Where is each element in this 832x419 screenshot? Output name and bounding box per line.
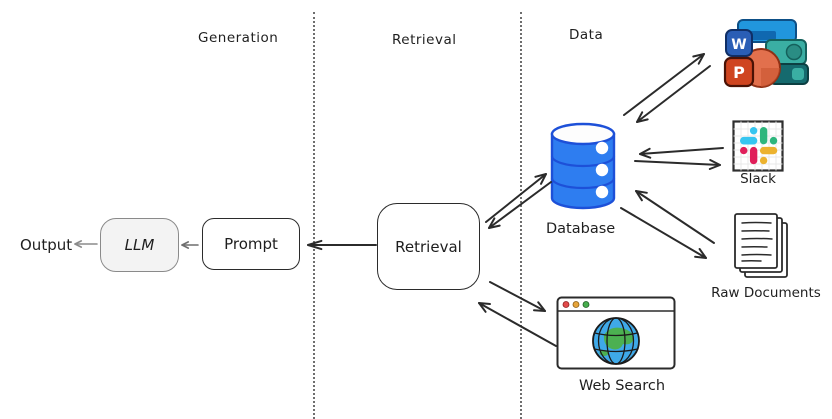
prompt-node: Prompt [202,218,300,270]
powerpoint-icon: P [723,56,755,88]
browser-dot-red [562,301,570,308]
section-label-generation: Generation [198,30,279,46]
divider-retrieval-data [520,12,522,419]
retrieval-node: Retrieval [377,203,480,290]
llm-node: LLM [100,218,179,272]
web-search-label: Web Search [578,378,666,394]
slack-icon [732,120,784,172]
svg-text:W: W [731,37,746,53]
raw-documents-label: Raw Documents [711,285,821,301]
browser-dot-green [582,301,590,308]
browser-dot-yellow [572,301,580,308]
slack-label: Slack [740,171,776,187]
office-suite-icon: W P [723,19,809,88]
raw-documents-icon [734,213,788,278]
prompt-label: Prompt [224,235,278,253]
slack-logo [740,127,778,165]
globe-icon [592,317,640,365]
word-icon: W [725,29,753,57]
retrieval-label: Retrieval [395,237,462,256]
output-label: Output [20,236,73,254]
database-icon [550,122,616,210]
llm-label: LLM [124,236,155,254]
database-label: Database [546,221,616,237]
svg-text:P: P [733,63,745,82]
web-search-icon [556,296,676,370]
section-label-retrieval: Retrieval [392,32,457,48]
section-label-data: Data [569,27,604,43]
divider-generation-retrieval [313,12,315,419]
